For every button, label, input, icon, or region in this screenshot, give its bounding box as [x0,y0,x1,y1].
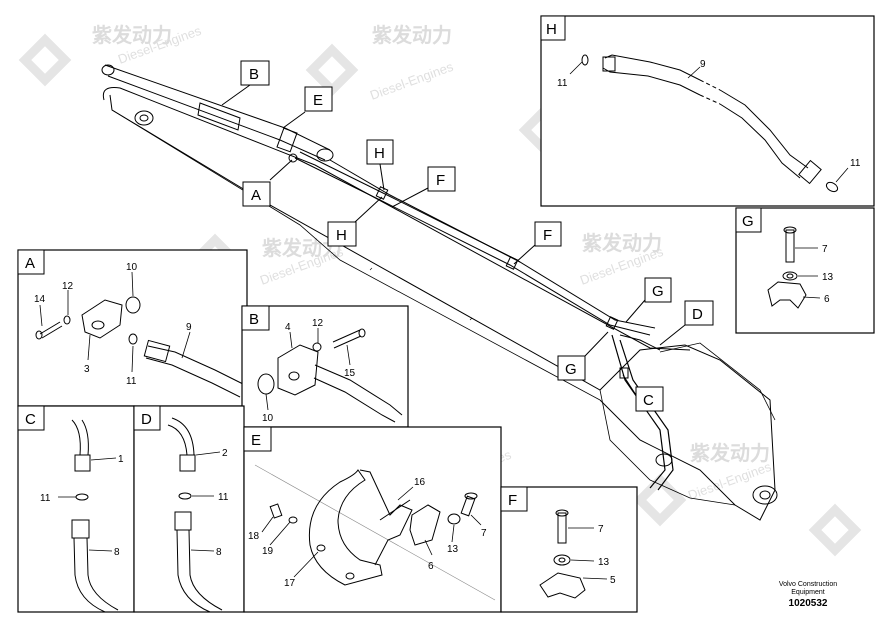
svg-text:6: 6 [428,561,434,572]
svg-text:13: 13 [822,272,834,283]
svg-text:3: 3 [84,364,90,375]
svg-text:10: 10 [126,262,138,273]
svg-text:H: H [546,21,557,38]
svg-text:紫发动力: 紫发动力 [582,231,662,255]
svg-text:D: D [141,411,152,428]
callout-G-left[interactable]: G [557,331,609,381]
svg-text:18: 18 [248,531,260,542]
svg-text:A: A [251,187,261,204]
svg-text:F: F [543,227,552,244]
svg-text:Equipment: Equipment [791,589,825,596]
watermark-2: 紫发动力 Diesel-Engines [368,23,456,103]
detail-box-F: F 7 13 5 [500,486,638,613]
svg-text:9: 9 [186,322,192,333]
svg-text:A: A [25,255,35,272]
svg-text:7: 7 [822,244,828,255]
svg-text:14: 14 [34,294,46,305]
callouts: B E A H H F F [221,60,714,412]
detail-box-B: B 4 12 15 10 [241,305,409,428]
svg-text:13: 13 [447,544,459,555]
svg-text:5: 5 [610,575,616,586]
detail-box-A: A 14 12 10 3 9 11 [17,249,248,407]
detail-box-C: C 1 11 8 [17,405,135,613]
svg-text:7: 7 [598,524,604,535]
svg-text:B: B [249,66,259,83]
svg-text:D: D [692,306,703,323]
svg-text:19: 19 [262,546,274,557]
boom-assembly [101,64,778,521]
detail-box-H: H 11 9 11 [540,15,875,207]
callout-F-top[interactable]: F [391,166,456,208]
detail-box-G: G 7 13 6 [735,207,875,334]
svg-text:H: H [374,145,385,162]
svg-text:11: 11 [218,492,229,503]
callout-G-right[interactable]: G [625,277,672,323]
svg-text:12: 12 [62,281,74,292]
svg-text:11: 11 [557,78,568,89]
svg-text:G: G [742,213,754,230]
detail-box-E: E 16 18 19 17 6 [243,426,502,613]
svg-text:11: 11 [126,376,137,387]
svg-text:E: E [313,92,323,109]
svg-text:17: 17 [284,578,296,589]
svg-text:C: C [643,392,654,409]
svg-text:7: 7 [481,528,487,539]
callout-A[interactable]: A [242,159,293,207]
svg-text:紫发动力: 紫发动力 [690,441,770,465]
svg-text:11: 11 [850,158,861,169]
svg-text:4: 4 [285,322,291,333]
svg-text:F: F [436,172,445,189]
svg-text:8: 8 [216,547,222,558]
svg-text:6: 6 [824,294,830,305]
svg-text:H: H [336,227,347,244]
svg-text:1: 1 [118,454,124,465]
svg-text:F: F [508,492,517,509]
svg-text:13: 13 [598,557,610,568]
svg-text:B: B [249,311,259,328]
callout-C[interactable]: C [622,374,664,412]
callout-E[interactable]: E [282,86,333,129]
svg-text:12: 12 [312,318,324,329]
svg-text:9: 9 [700,59,706,70]
svg-text:15: 15 [344,368,356,379]
h-leaders [569,61,849,183]
svg-text:2: 2 [222,448,228,459]
credit-block: Volvo Construction Equipment 1020532 [779,581,837,609]
callout-F-mid[interactable]: F [513,221,562,265]
svg-text:E: E [251,432,261,449]
svg-text:C: C [25,411,36,428]
svg-text:11: 11 [40,493,51,504]
svg-text:Diesel-Engines: Diesel-Engines [368,59,456,103]
detail-box-D: D 2 11 8 [133,405,245,613]
callout-D[interactable]: D [659,300,714,346]
svg-text:10: 10 [262,413,274,424]
svg-text:紫发动力: 紫发动力 [372,23,452,47]
callout-H-bottom[interactable]: H [327,196,383,247]
svg-text:紫发动力: 紫发动力 [92,23,172,47]
doc-number: 1020532 [789,598,828,609]
callout-B[interactable]: B [221,60,270,106]
svg-text:16: 16 [414,477,426,488]
svg-text:8: 8 [114,547,120,558]
svg-text:G: G [652,283,664,300]
watermark-1: 紫发动力 Diesel-Engines [92,23,204,67]
svg-text:Volvo Construction: Volvo Construction [779,581,837,588]
svg-text:G: G [565,361,577,378]
callout-H-top[interactable]: H [366,139,394,191]
